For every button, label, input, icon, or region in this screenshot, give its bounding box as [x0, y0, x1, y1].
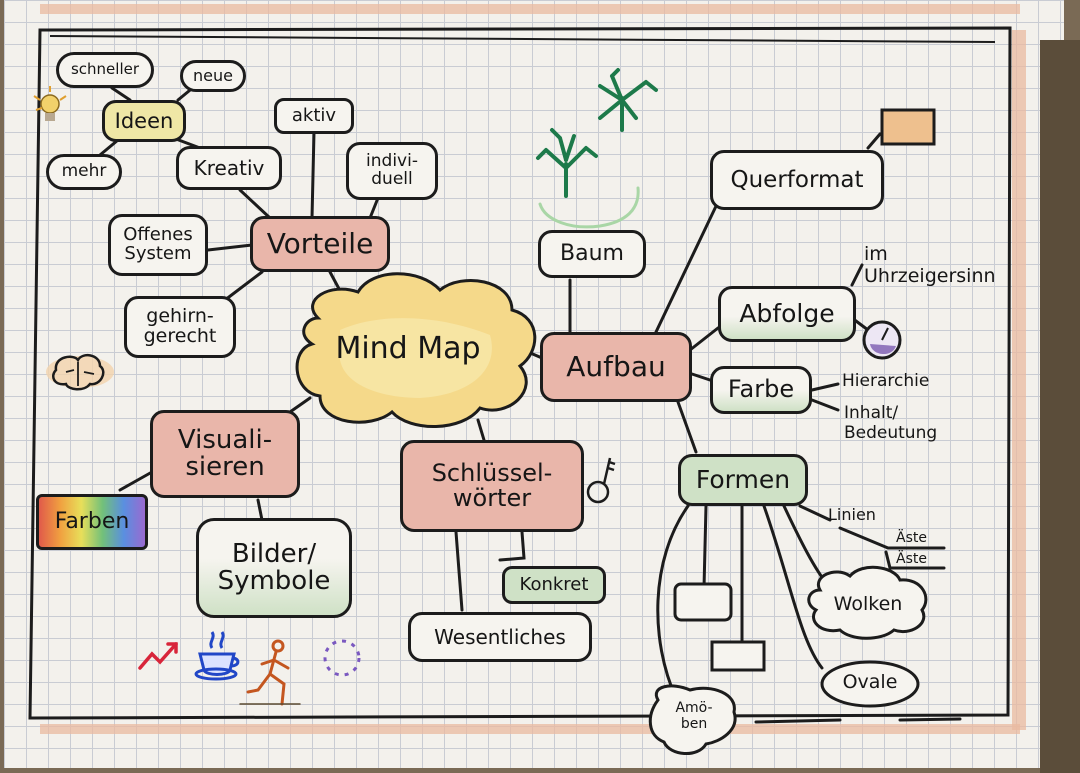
line-center-schluessel	[476, 418, 486, 442]
label-inhalt-bedeutung: Inhalt/ Bedeutung	[844, 403, 938, 443]
node-kreativ: Kreativ	[176, 146, 282, 190]
lightbulb-icon	[33, 86, 67, 121]
tree-icon	[536, 68, 658, 229]
label-linien: Linien	[828, 505, 876, 524]
line-aufbau-farbe	[690, 372, 712, 382]
label-hierarchie: Hierarchie	[842, 371, 930, 391]
line-aufbau-formen	[676, 400, 698, 454]
node-vorteile: Vorteile	[250, 216, 390, 272]
frame-inner-top	[49, 35, 996, 43]
node-individuell: indivi- duell	[346, 142, 438, 200]
label-wolken: Wolken	[833, 593, 903, 615]
line-vorteile-gehirn	[223, 270, 264, 302]
line-vorteile-kreativ	[238, 188, 272, 220]
background-wall	[1040, 40, 1080, 773]
line-formen-amoeben	[656, 504, 690, 700]
line-aufbau-abfolge	[688, 326, 720, 352]
line-vorteile-offenes	[206, 243, 254, 252]
line-vorteile-individuell	[368, 196, 380, 220]
running-figure-icon	[239, 639, 301, 706]
line-center-visualisieren	[288, 396, 312, 414]
node-mehr: mehr	[46, 154, 122, 190]
node-querformat: Querformat	[710, 150, 884, 210]
node-farbe: Farbe	[710, 366, 812, 414]
label-aeste-2: Äste	[896, 551, 927, 567]
wolken-cloud-shape	[807, 565, 928, 640]
node-schneller: schneller	[56, 52, 154, 88]
key-icon	[586, 457, 616, 504]
shape-example-rect-1	[673, 582, 733, 622]
line-schluessel-wesentliches	[454, 530, 464, 612]
node-aufbau: Aufbau	[540, 332, 692, 402]
node-visualisieren: Visuali- sieren	[150, 410, 300, 498]
dotted-circle-icon	[323, 639, 361, 677]
node-gehirngerecht: gehirn- gerecht	[124, 296, 236, 358]
label-aeste-1: Äste	[896, 530, 927, 546]
node-bilder-symbole: Bilder/ Symbole	[196, 518, 352, 618]
coffee-cup-icon	[194, 631, 240, 681]
central-cloud-highlight	[340, 318, 492, 398]
node-aktiv: aktiv	[274, 98, 354, 134]
node-konkret: Konkret	[502, 566, 606, 604]
label-amoeben: Amö- ben	[675, 700, 713, 733]
line-vorteile-aktiv	[310, 130, 316, 220]
line-visual-bilder	[256, 498, 264, 522]
node-schluesselwoerter: Schlüssel- wörter	[400, 440, 584, 532]
line-ideen-mehr	[98, 138, 120, 157]
node-offenes-system: Offenes System	[108, 214, 208, 276]
node-ideen: Ideen	[102, 100, 186, 142]
shape-example-rect-2	[710, 640, 766, 672]
line-aeste-2	[884, 550, 946, 570]
line-linien-aeste	[838, 526, 946, 550]
amoeben-blob-shape	[648, 684, 737, 755]
querformat-example-rect	[880, 108, 936, 146]
central-topic: Mind Map	[335, 331, 481, 366]
node-baum: Baum	[538, 230, 646, 278]
line-farbe-inhalt	[810, 398, 840, 412]
line-abfolge-uhrzeiger	[850, 263, 864, 287]
node-neue: neue	[180, 60, 246, 92]
frame-border	[28, 26, 1012, 720]
node-wesentliches: Wesentliches	[408, 612, 592, 662]
node-formen: Formen	[678, 454, 808, 506]
brain-icon	[46, 353, 114, 391]
paper-tint-right	[1012, 30, 1026, 730]
label-im-uhrzeigersinn: im Uhrzeigersinn	[864, 243, 996, 287]
line-formen-linien	[798, 504, 832, 522]
clock-icon	[862, 320, 902, 360]
line-schluessel-konkret	[498, 530, 526, 562]
line-aufbau-querformat	[654, 200, 720, 334]
line-bottom-right	[754, 718, 842, 724]
node-abfolge: Abfolge	[718, 286, 856, 342]
line-bottom-right-2	[898, 717, 962, 722]
paper-tint-top	[40, 4, 1020, 14]
line-ideen-schneller	[110, 86, 132, 102]
line-querformat-rect	[866, 132, 882, 150]
line-visual-farben	[118, 470, 154, 492]
line-farbe-hierarchie	[810, 382, 840, 392]
line-formen-wolken	[782, 504, 830, 587]
arrow-up-icon	[138, 642, 178, 670]
node-farben: Farben	[36, 494, 148, 550]
label-ovale: Ovale	[842, 671, 898, 693]
line-formen-ovale	[762, 504, 824, 670]
paper-tint-bottom	[40, 724, 1020, 734]
ovale-oval-shape	[820, 660, 920, 708]
line-formen-rect1	[702, 504, 708, 590]
